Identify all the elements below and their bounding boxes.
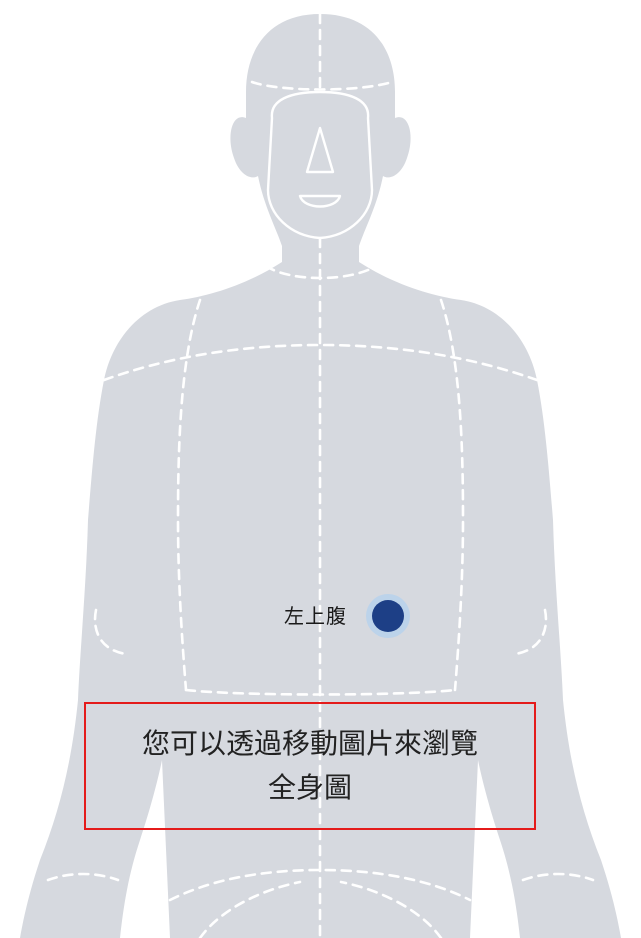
mouth-outline	[298, 194, 342, 208]
region-marker[interactable]	[366, 594, 410, 638]
body-silhouette[interactable]	[20, 14, 621, 938]
region-seams	[46, 12, 595, 938]
nose-outline	[305, 126, 335, 174]
pan-hint-line2: 全身圖	[267, 771, 352, 804]
pan-hint-box: 您可以透過移動圖片來瀏覽 全身圖	[84, 702, 536, 830]
region-marker-dot	[372, 600, 404, 632]
selected-region-label: 左上腹	[284, 604, 347, 628]
pan-hint-line1: 您可以透過移動圖片來瀏覽	[141, 727, 478, 760]
face-outline	[266, 90, 374, 240]
